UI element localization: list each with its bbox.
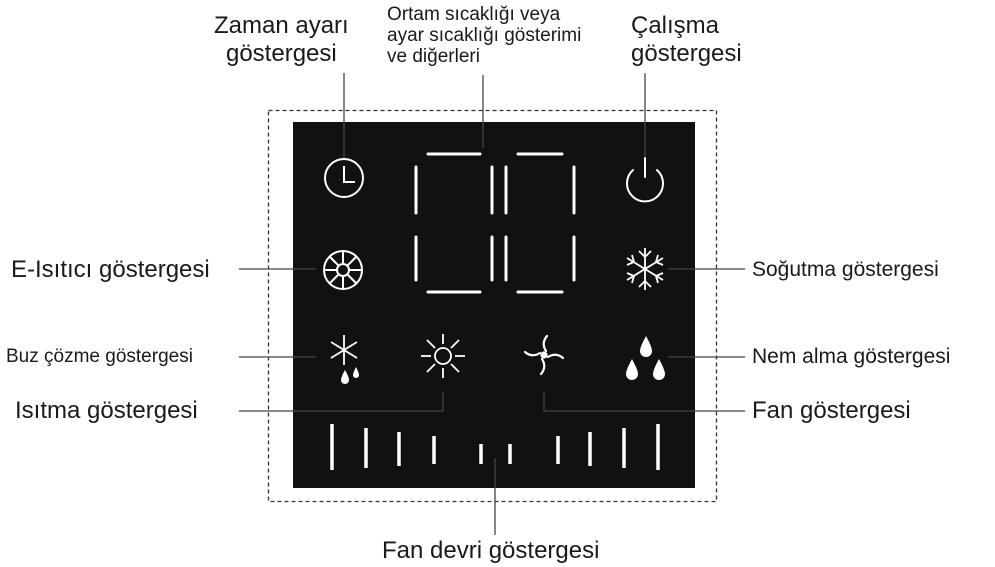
temperature-label: Ortam sıcaklığı veya ayar sıcaklığı göst…: [387, 4, 581, 67]
running-label: Çalışma göstergesi: [631, 12, 742, 68]
digit-left: [414, 152, 494, 294]
temperature-label-line3: ve diğerleri: [387, 46, 480, 67]
seven-segment-display: [414, 152, 576, 294]
temperature-label-line2: ayar sıcaklığı gösterimi: [387, 25, 582, 46]
timer-label-line2: göstergesi: [225, 40, 337, 67]
fan-speed-bars: [330, 424, 660, 470]
dashed-frame: [267, 109, 718, 503]
snowflake-icon: [626, 248, 664, 290]
power-icon: [626, 157, 664, 203]
digit-right: [504, 152, 576, 294]
fan-speed-label: Fan devri göstergesi: [382, 537, 600, 564]
leader-lines: [239, 73, 745, 535]
e-heater-label: E-Isıtıcı göstergesi: [11, 256, 210, 283]
timer-label-line1: Zaman ayarı: [214, 12, 349, 39]
timer-label: Zaman ayarı göstergesi: [214, 12, 349, 68]
dehumidify-label: Nem alma göstergesi: [752, 345, 951, 368]
clock-icon: [324, 158, 364, 198]
fan-icon: [523, 334, 565, 376]
running-label-line2: göstergesi: [631, 40, 742, 67]
running-label-line1: Çalışma: [631, 12, 720, 39]
sun-icon: [421, 334, 465, 378]
heating-label: Isıtma göstergesi: [15, 397, 198, 424]
heater-fan-icon: [323, 250, 363, 290]
temperature-label-line1: Ortam sıcaklığı veya: [387, 4, 561, 25]
defrost-label: Buz çözme göstergesi: [6, 346, 193, 367]
fan-label: Fan göstergesi: [752, 397, 911, 424]
cooling-label: Soğutma göstergesi: [752, 258, 939, 281]
water-drops-icon: [626, 336, 665, 380]
defrost-icon: [330, 335, 359, 384]
display-panel: [293, 122, 695, 488]
